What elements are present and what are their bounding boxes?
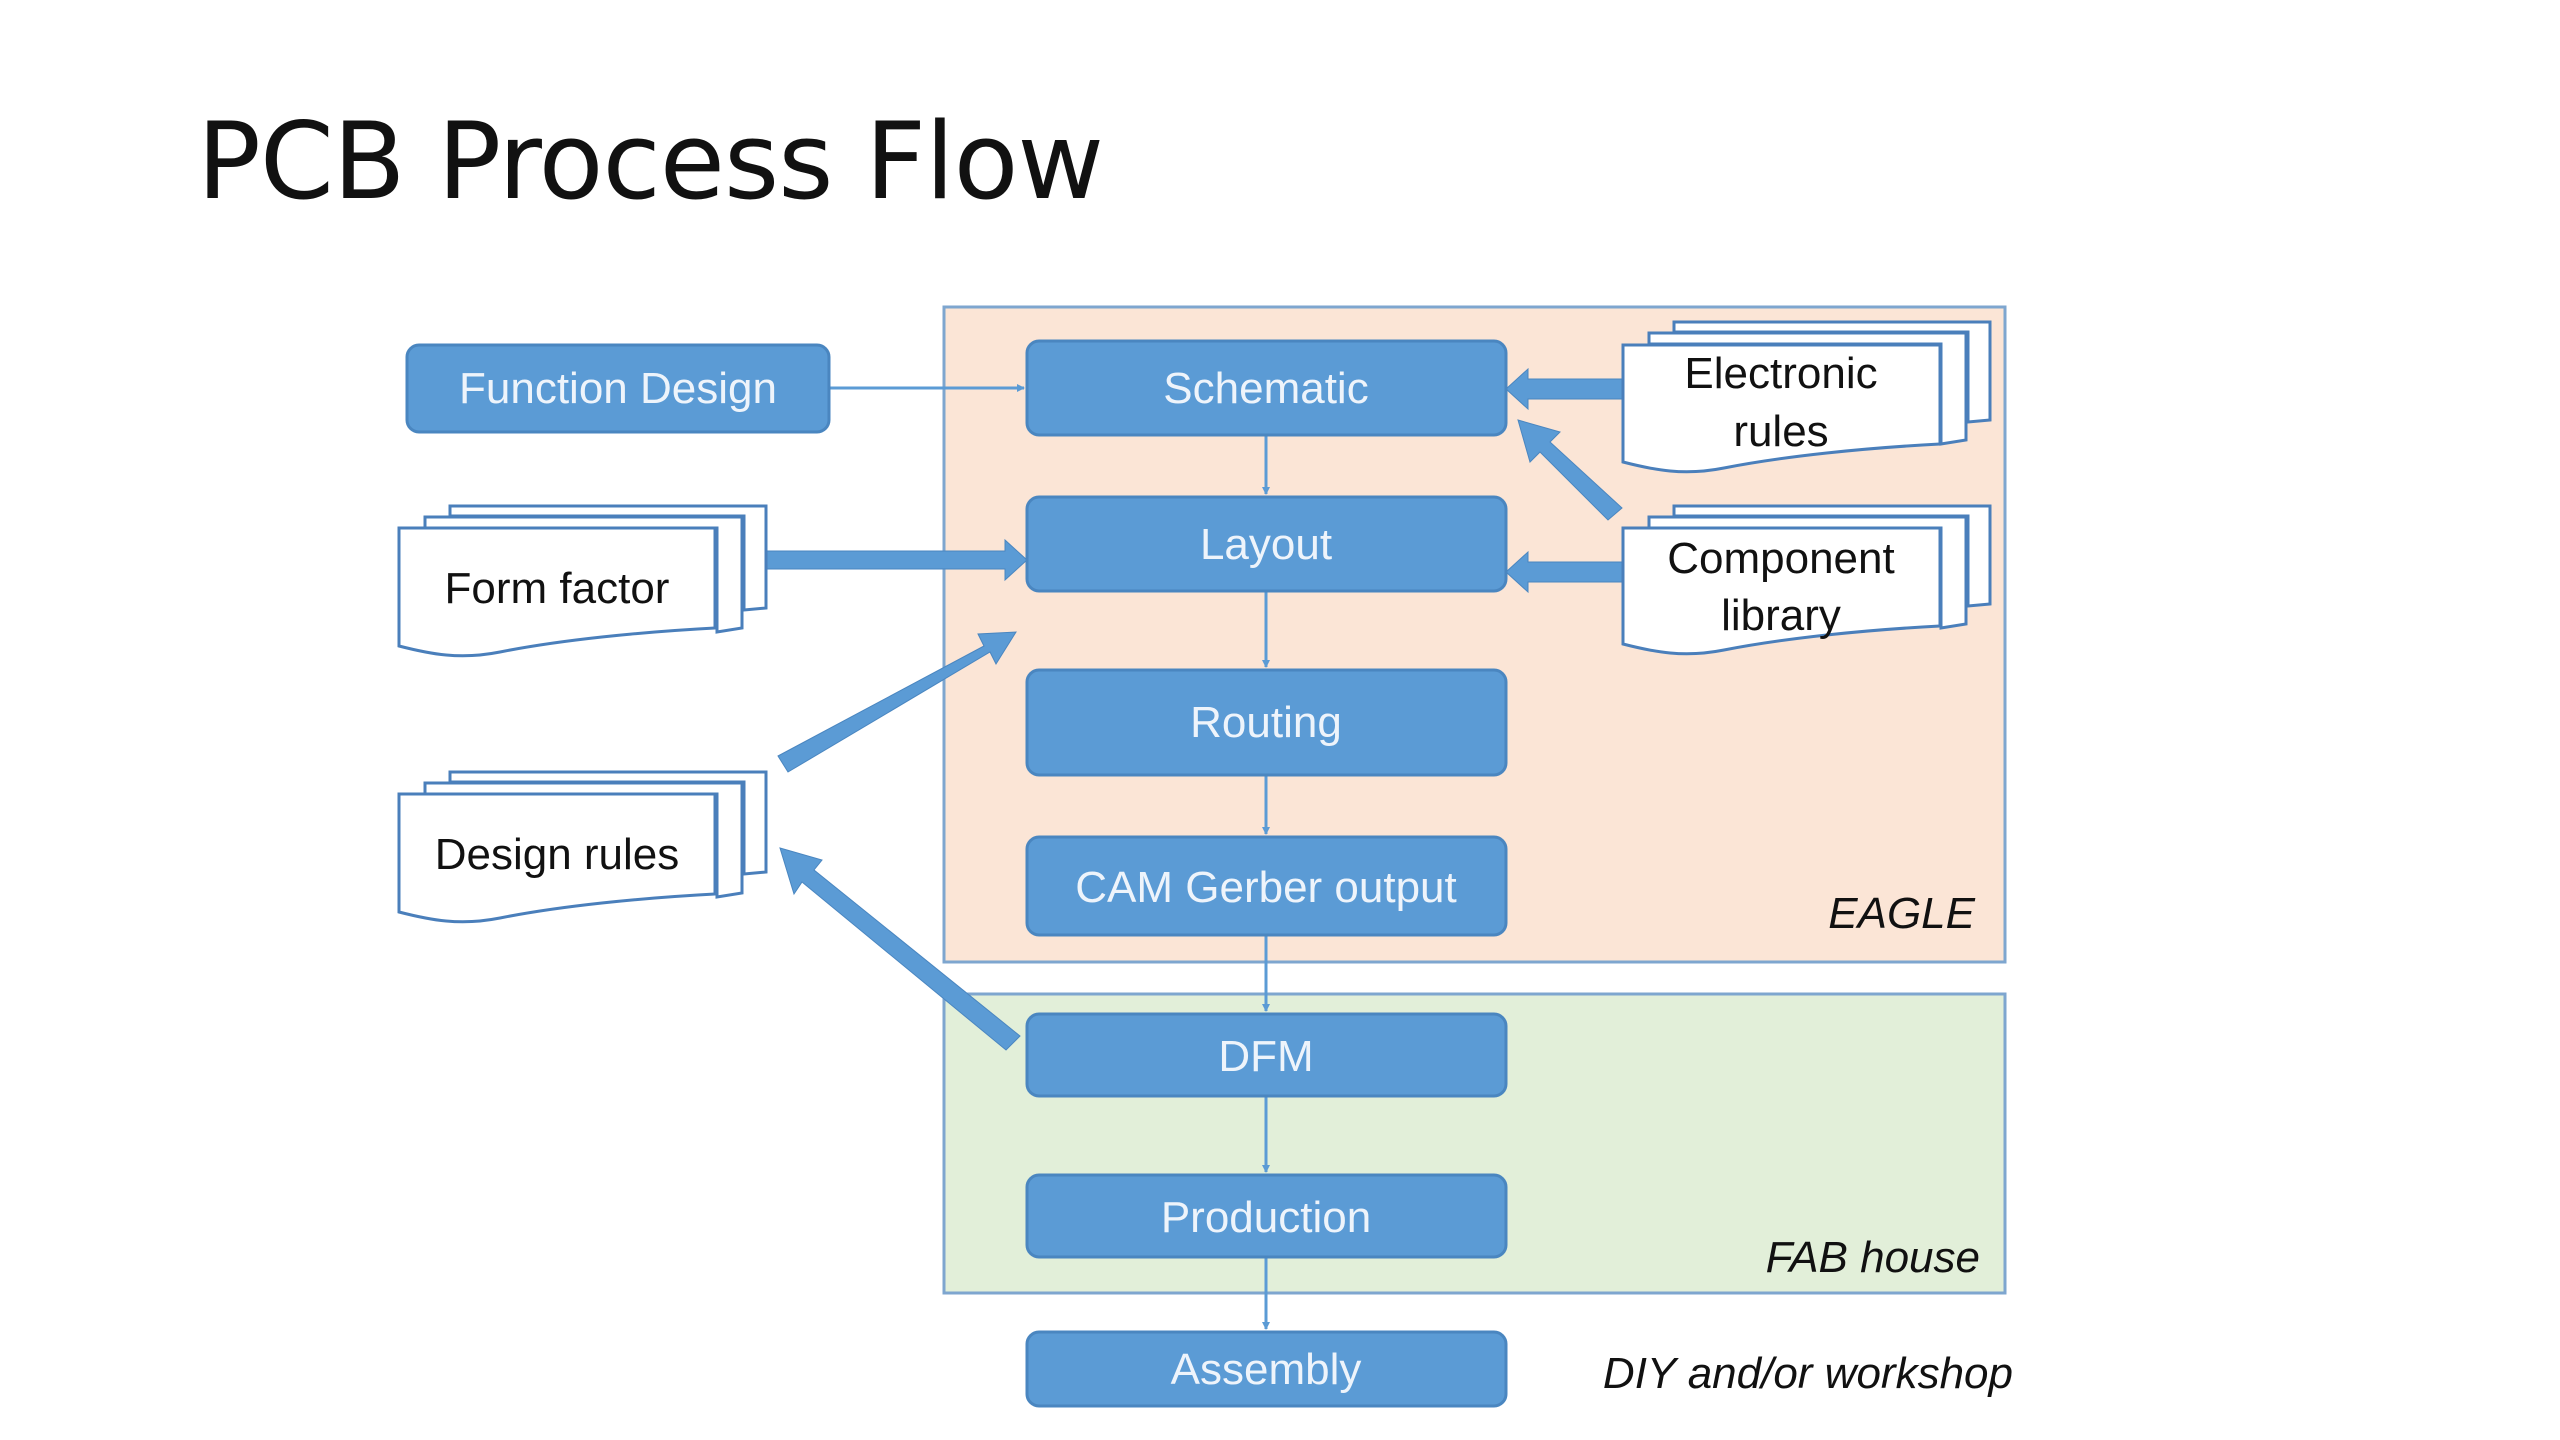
arrow-formfactor-to-layout (765, 538, 1028, 582)
doc-design-rules-label: Design rules (435, 830, 680, 879)
node-routing[interactable]: Routing (1025, 668, 1508, 777)
fab-region-label: FAB house (1766, 1233, 1980, 1282)
node-production[interactable]: Production (1025, 1173, 1508, 1259)
process-nodes: Function Design Schematic Layout Routing… (405, 339, 1508, 1408)
node-assembly[interactable]: Assembly (1025, 1330, 1508, 1408)
arrow-electronic-to-schematic (1505, 367, 1624, 411)
node-routing-label: Routing (1190, 698, 1342, 747)
doc-component-library[interactable]: Component library (1621, 504, 1992, 656)
doc-component-library-line1: Component (1667, 534, 1894, 583)
eagle-region-label: EAGLE (1828, 889, 1975, 938)
documents: Form factor Design rules Electronic rule… (397, 320, 1992, 924)
node-production-label: Production (1161, 1193, 1371, 1242)
node-cam-label: CAM Gerber output (1075, 863, 1457, 912)
arrow-component-to-schematic (1517, 419, 1623, 521)
node-schematic[interactable]: Schematic (1025, 339, 1508, 437)
node-schematic-label: Schematic (1163, 364, 1368, 413)
node-cam-gerber-output[interactable]: CAM Gerber output (1025, 835, 1508, 937)
node-function-design[interactable]: Function Design (405, 343, 831, 434)
diy-region-label: DIY and/or workshop (1603, 1349, 2013, 1398)
input-arrows (765, 367, 1624, 1051)
slide-title: PCB Process Flow (197, 100, 1104, 223)
doc-electronic-rules-line2: rules (1733, 407, 1828, 456)
doc-design-rules[interactable]: Design rules (397, 770, 768, 924)
node-dfm[interactable]: DFM (1025, 1012, 1508, 1098)
node-layout-label: Layout (1200, 520, 1332, 569)
node-layout[interactable]: Layout (1025, 495, 1508, 593)
doc-form-factor-label: Form factor (445, 564, 670, 613)
node-assembly-label: Assembly (1171, 1345, 1362, 1394)
node-dfm-label: DFM (1218, 1032, 1313, 1081)
arrow-component-to-layout (1505, 550, 1624, 594)
node-function-design-label: Function Design (459, 364, 777, 413)
arrow-designrules-to-layout (777, 631, 1017, 773)
doc-component-library-line2: library (1721, 591, 1841, 640)
doc-form-factor[interactable]: Form factor (397, 504, 768, 658)
flow-arrows (829, 384, 1270, 1330)
doc-electronic-rules[interactable]: Electronic rules (1621, 320, 1992, 474)
arrow-dfm-to-designrules (779, 847, 1021, 1051)
doc-electronic-rules-line1: Electronic (1684, 349, 1877, 398)
